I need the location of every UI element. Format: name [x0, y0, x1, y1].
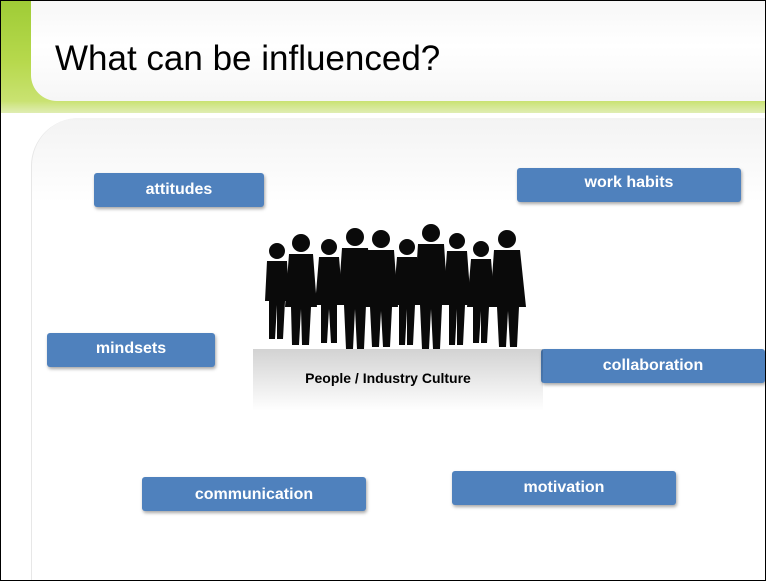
- center-label: People / Industry Culture: [305, 370, 471, 386]
- tag-communication: communication: [142, 477, 366, 511]
- people-silhouette-image: [253, 224, 543, 411]
- tag-mindsets: mindsets: [47, 333, 215, 367]
- title-accent-shade: [1, 101, 765, 113]
- slide-title: What can be influenced?: [55, 39, 441, 78]
- tag-work-habits: work habits: [517, 168, 741, 202]
- title-band: [31, 1, 765, 101]
- tag-motivation: motivation: [452, 471, 676, 505]
- tag-attitudes: attitudes: [94, 173, 264, 207]
- tag-collaboration: collaboration: [541, 349, 765, 383]
